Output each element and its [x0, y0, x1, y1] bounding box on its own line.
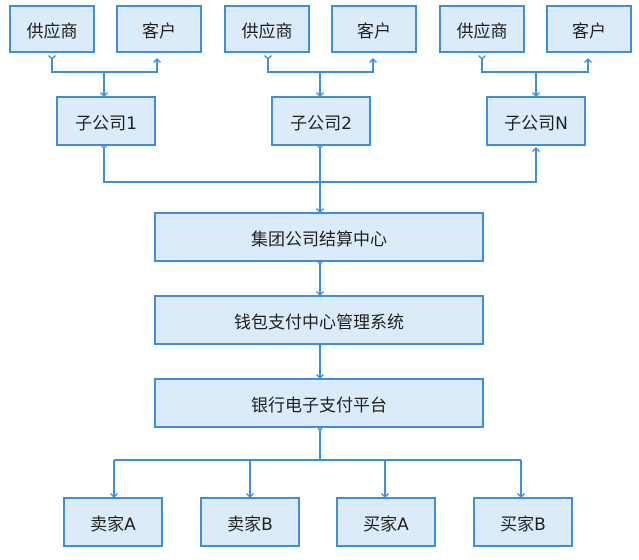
buyer-a-box: 买家A — [336, 497, 436, 547]
seller-b-box: 卖家B — [200, 497, 300, 547]
subsidiary-box: 子公司1 — [56, 96, 156, 146]
wallet-system-box: 钱包支付中心管理系统 — [154, 295, 484, 345]
subsidiary-box: 子公司2 — [271, 96, 371, 146]
bank-platform-box: 银行电子支付平台 — [154, 378, 484, 428]
customer-box: 客户 — [116, 5, 202, 53]
connector-line — [52, 59, 157, 73]
supplier-box: 供应商 — [9, 5, 95, 53]
supplier-box: 供应商 — [224, 5, 310, 53]
subsidiary-box: 子公司N — [486, 96, 586, 146]
settlement-center-box: 集团公司结算中心 — [154, 212, 484, 262]
customer-box: 客户 — [331, 5, 417, 53]
supplier-box: 供应商 — [439, 5, 525, 53]
seller-a-box: 卖家A — [63, 497, 163, 547]
connector-line — [268, 59, 373, 73]
buyer-b-box: 买家B — [473, 497, 573, 547]
connector-line — [482, 59, 588, 73]
customer-box: 客户 — [546, 5, 632, 53]
